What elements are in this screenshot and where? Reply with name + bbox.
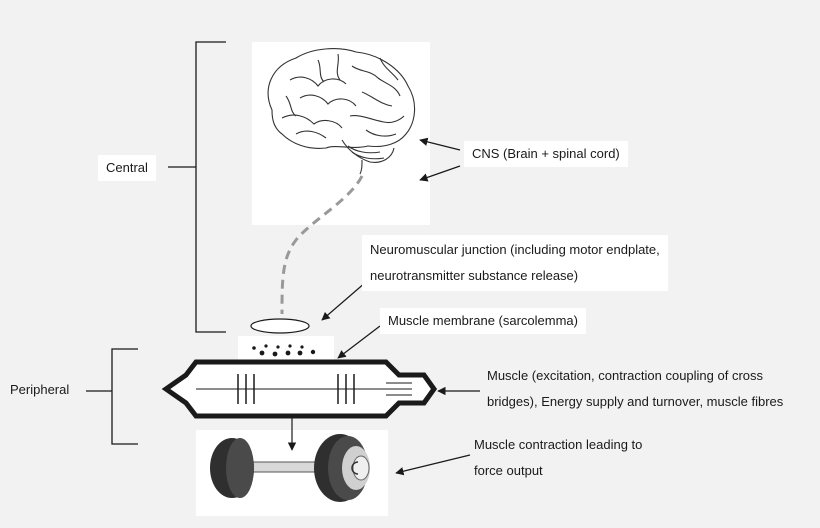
- brain-icon: [267, 48, 416, 175]
- peripheral-label: Peripheral: [10, 382, 70, 397]
- force-label-line2: force output: [474, 463, 543, 478]
- force-arrow: [395, 454, 471, 476]
- force-label-line1: Muscle contraction leading to: [474, 437, 643, 452]
- cns-label: CNS (Brain + spinal cord): [464, 141, 628, 167]
- neurotransmitter-dots: [252, 344, 316, 357]
- membrane-label: Muscle membrane (sarcolemma): [380, 308, 586, 334]
- muscle-fibre-icon: [161, 359, 438, 419]
- muscle-label-line1: Muscle (excitation, contraction coupling…: [487, 368, 764, 383]
- nerve-dashed-line: [280, 175, 364, 315]
- nmj-label-line2: neurotransmitter substance release): [370, 268, 579, 283]
- force-label: Muscle contraction leading to force outp…: [474, 432, 642, 484]
- motor-neuron-ellipse: [250, 318, 310, 334]
- dumbbell-icon: [210, 434, 370, 502]
- muscle-label-line2: bridges), Energy supply and turnover, mu…: [487, 394, 784, 409]
- membrane-arrow: [337, 325, 381, 359]
- nmj-label: Neuromuscular junction (including motor …: [362, 235, 668, 291]
- cns-arrow-lower: [419, 165, 461, 182]
- endplate-panel: [238, 336, 334, 362]
- nmj-label-line1: Neuromuscular junction (including motor …: [370, 242, 660, 257]
- central-bracket: [195, 41, 226, 333]
- central-label: Central: [98, 155, 156, 181]
- nmj-arrow: [321, 281, 367, 321]
- cns-arrow-upper: [419, 137, 461, 151]
- muscle-label: Muscle (excitation, contraction coupling…: [487, 363, 783, 415]
- brain-panel: [252, 42, 430, 225]
- peripheral-bracket: [111, 348, 138, 445]
